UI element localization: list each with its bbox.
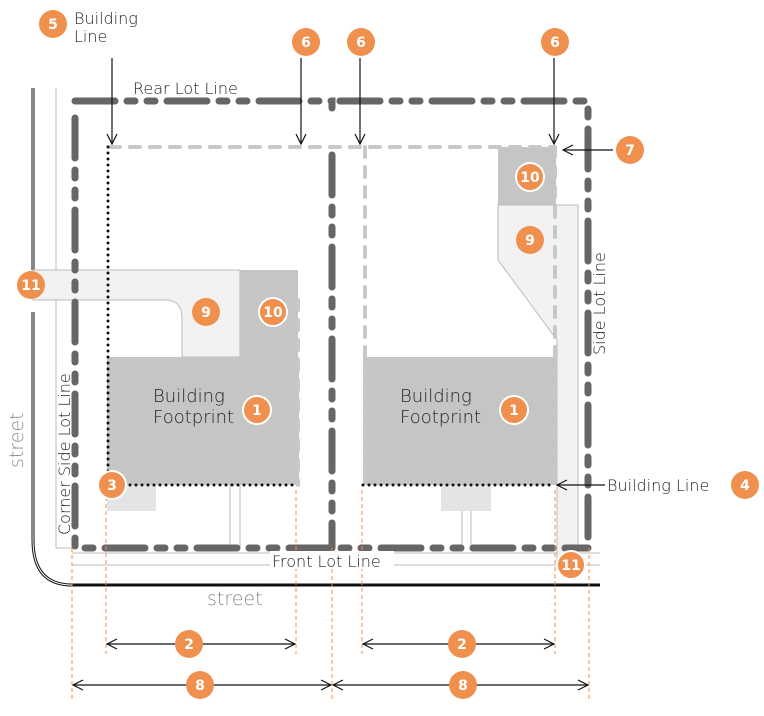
badge-b4: 4 xyxy=(731,471,759,499)
corner-side-lot-line-label: Corner Side Lot Line xyxy=(55,373,74,535)
svg-text:9: 9 xyxy=(201,305,211,321)
badge-b2-left: 2 xyxy=(175,630,203,658)
building-lines xyxy=(106,145,557,487)
svg-text:10: 10 xyxy=(520,170,540,186)
street-label-bottom: street xyxy=(207,588,263,610)
building-footprint-right xyxy=(363,357,557,485)
front-lot-line-label: Front Lot Line xyxy=(272,552,381,571)
svg-text:7: 7 xyxy=(625,143,635,159)
svg-text:11: 11 xyxy=(561,558,580,574)
lot-lines xyxy=(71,97,592,552)
badge-b6-c: 6 xyxy=(541,28,569,56)
badge-b6-b: 6 xyxy=(347,28,375,56)
svg-text:6: 6 xyxy=(550,35,560,51)
badge-b6-a: 6 xyxy=(292,28,320,56)
pointer-arrows xyxy=(112,58,613,485)
svg-text:6: 6 xyxy=(356,35,366,51)
badge-b10-left: 10 xyxy=(258,297,288,327)
svg-text:8: 8 xyxy=(195,678,205,694)
setback-lines xyxy=(108,145,557,487)
badge-b3: 3 xyxy=(97,470,127,500)
badge-b1-left: 1 xyxy=(242,395,272,425)
svg-text:11: 11 xyxy=(21,278,40,294)
badge-b8-left: 8 xyxy=(186,671,214,699)
svg-text:1: 1 xyxy=(252,403,262,419)
badge-b9-right: 9 xyxy=(516,226,544,254)
svg-text:6: 6 xyxy=(301,35,311,51)
badge-b5: 5 xyxy=(39,10,67,38)
badge-b1-right: 1 xyxy=(499,395,529,425)
svg-text:5: 5 xyxy=(48,17,58,33)
svg-text:2: 2 xyxy=(457,637,467,653)
badge-b11-left: 11 xyxy=(17,271,45,299)
badge-b11-right: 11 xyxy=(556,550,586,580)
badge-b10-right: 10 xyxy=(515,162,545,192)
rear-lot-line-label: Rear Lot Line xyxy=(133,79,238,98)
svg-text:9: 9 xyxy=(525,233,535,249)
badge-b8-right: 8 xyxy=(449,671,477,699)
dimension-guides xyxy=(71,490,590,702)
svg-text:4: 4 xyxy=(740,478,750,494)
porch-right xyxy=(441,485,491,511)
badge-b7: 7 xyxy=(616,136,644,164)
dimension-arrows xyxy=(73,644,588,685)
svg-text:3: 3 xyxy=(107,478,117,494)
svg-text:1: 1 xyxy=(509,403,519,419)
badge-b2-right: 2 xyxy=(448,630,476,658)
building-line-label-right: Building Line xyxy=(607,476,709,495)
svg-text:8: 8 xyxy=(458,678,468,694)
badge-b9-left: 9 xyxy=(192,298,220,326)
svg-text:10: 10 xyxy=(263,305,283,321)
side-lot-line-label: Side Lot Line xyxy=(590,252,609,355)
svg-text:2: 2 xyxy=(184,637,194,653)
street-label-left: street xyxy=(6,412,28,468)
